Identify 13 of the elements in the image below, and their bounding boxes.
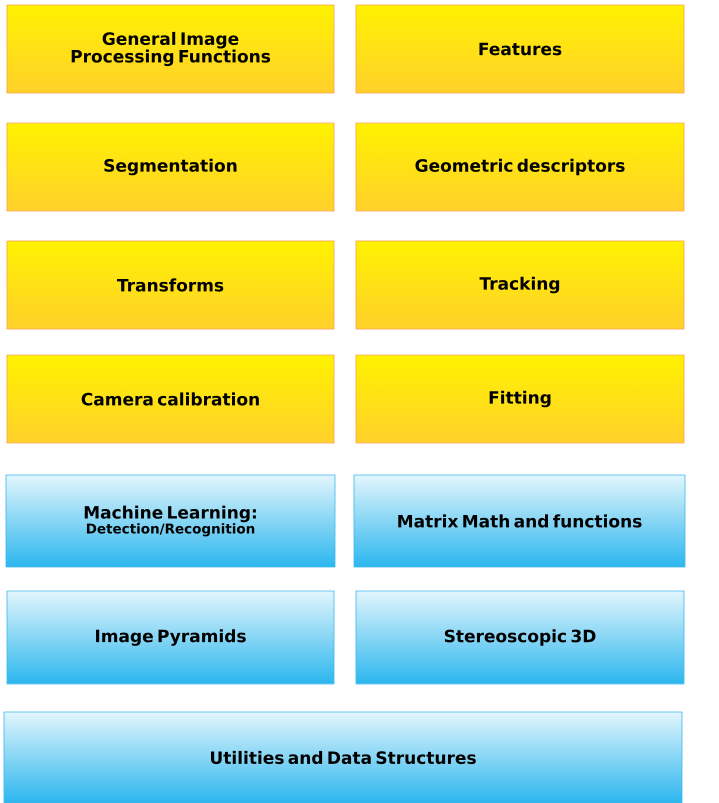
module-box: Machine Learning: Detection/Recognition: [6, 474, 336, 568]
module-box: Stereoscopic 3D: [356, 590, 684, 684]
module-box: Utilities and Data Structures: [4, 712, 682, 803]
module-box: Geometric descriptors: [356, 122, 684, 212]
module-box: Tracking: [356, 240, 684, 330]
module-box: General Image Processing Functions: [6, 4, 334, 94]
module-box: Matrix Math and functions: [354, 474, 686, 568]
module-box: Transforms: [6, 240, 334, 330]
module-box: Segmentation: [6, 122, 334, 212]
module-box: Image Pyramids: [6, 590, 334, 684]
module-box: Camera calibration: [6, 354, 334, 444]
module-box: Features: [356, 4, 684, 94]
module-box: Fitting: [356, 354, 684, 444]
